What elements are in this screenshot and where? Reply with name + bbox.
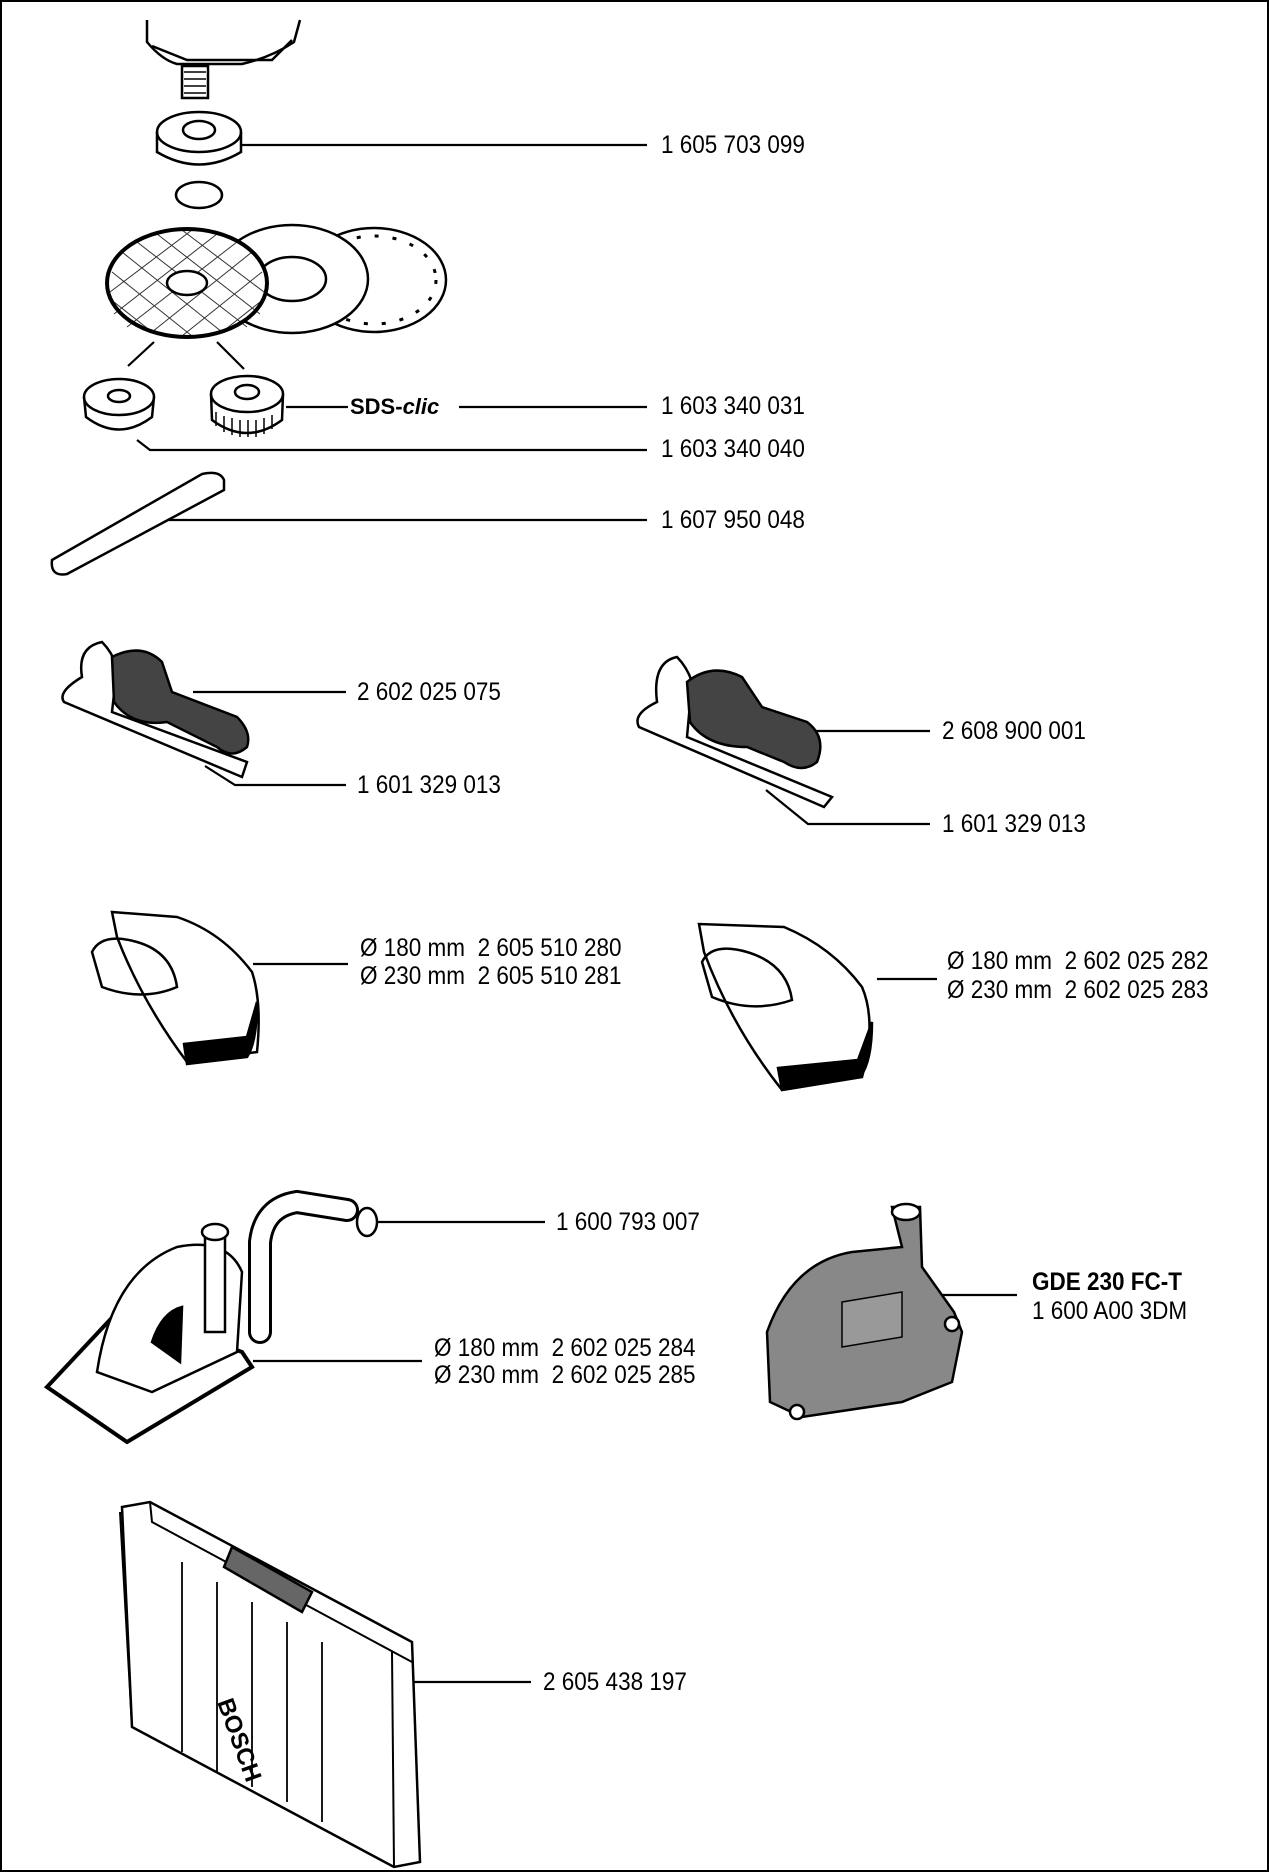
- size-label: Ø 230 mm: [360, 962, 466, 990]
- guard-left-230: Ø 230 mm 2 605 510 281: [360, 962, 622, 990]
- guard-right-180: Ø 180 mm 2 602 025 282: [947, 947, 1209, 975]
- extraction-adapter-part-number: 1 600 793 007: [556, 1208, 700, 1236]
- gde-drawing: [765, 1202, 964, 1421]
- part-number: 2 602 025 285: [551, 1361, 696, 1389]
- size-label: Ø 180 mm: [434, 1334, 540, 1362]
- bracket-right-part-number: 1 601 329 013: [942, 810, 1086, 838]
- size-label: Ø 180 mm: [360, 934, 466, 962]
- flange-drawing: [155, 110, 243, 210]
- guard-right-230: Ø 230 mm 2 602 025 283: [947, 976, 1209, 1004]
- part-number: 2 602 025 284: [551, 1334, 696, 1362]
- leader-lines: [127, 143, 1017, 1684]
- aux-handle-drawing: [61, 640, 250, 779]
- size-label: Ø 230 mm: [947, 976, 1053, 1004]
- part-number: 2 605 510 280: [477, 934, 622, 962]
- part-number: 2 605 510 281: [477, 962, 622, 990]
- guard-left-180: Ø 180 mm 2 605 510 280: [360, 934, 622, 962]
- size-label: Ø 230 mm: [434, 1361, 540, 1389]
- spanner-drawing: [50, 471, 226, 576]
- size-label: Ø 180 mm: [947, 947, 1053, 975]
- spanner-part-number: 1 607 950 048: [661, 506, 805, 534]
- flange-nut-part-number: 1 605 703 099: [661, 131, 805, 159]
- sds-clic-logo: SDS-clic: [348, 394, 442, 420]
- cutting-guide-180: Ø 180 mm 2 602 025 284: [434, 1334, 696, 1362]
- gde-name: GDE 230 FC-T: [1032, 1268, 1183, 1296]
- nuts-drawing: [82, 374, 285, 437]
- sds-logo-suffix: clic: [402, 394, 440, 419]
- sds-nut-part-number: 1 603 340 031: [661, 392, 805, 420]
- guard-right-drawing: [697, 922, 874, 1092]
- guard-left-drawing: [90, 910, 260, 1066]
- aux-handle-part-number: 2 602 025 075: [357, 678, 501, 706]
- part-number: 2 602 025 282: [1064, 947, 1209, 975]
- cutting-guide-drawing: [43, 1189, 379, 1445]
- clamping-nut-part-number: 1 603 340 040: [661, 435, 805, 463]
- carrying-case-part-number: 2 605 438 197: [543, 1668, 687, 1696]
- carrying-case-drawing: BOSCH: [119, 1500, 422, 1869]
- bracket-left-part-number: 1 601 329 013: [357, 771, 501, 799]
- cutting-guide-230: Ø 230 mm 2 602 025 285: [434, 1361, 696, 1389]
- vibration-handle-part-number: 2 608 900 001: [942, 717, 1086, 745]
- sds-logo-prefix: SDS-: [350, 394, 403, 419]
- part-number: 2 602 025 283: [1064, 976, 1209, 1004]
- discs-drawing: [105, 223, 448, 339]
- vibration-handle-drawing: [636, 655, 835, 809]
- gde-part-number: 1 600 A00 3DM: [1032, 1297, 1188, 1325]
- grinder-head-drawing: [145, 19, 302, 100]
